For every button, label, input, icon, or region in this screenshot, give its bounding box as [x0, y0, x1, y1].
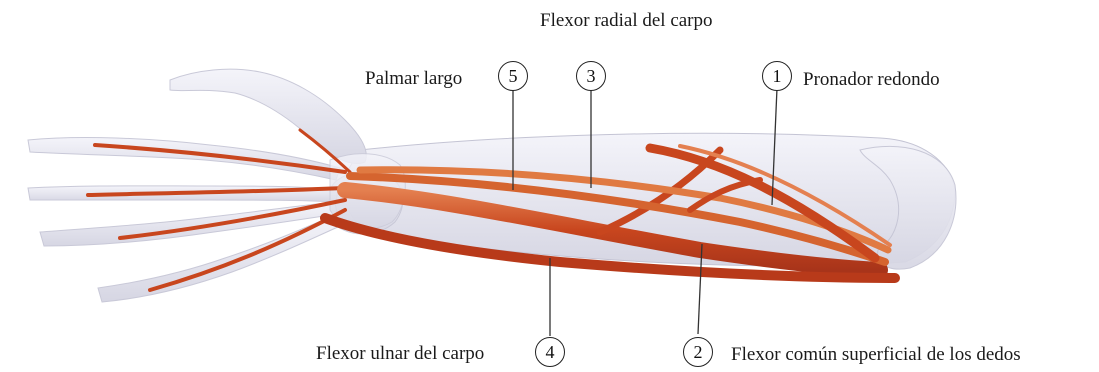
marker-4: 4: [535, 337, 565, 367]
marker-3: 3: [576, 61, 606, 91]
label-palmar-largo-text: Palmar largo: [365, 68, 462, 89]
label-pronador-redondo: Pronador redondo: [803, 70, 940, 89]
label-flexor-ulnar-del-carpo: Flexor ulnar del carpo: [316, 344, 484, 363]
label-flexor-comun-superficial: Flexor común superficial de los dedos: [731, 345, 1021, 364]
label-flexor-ulnar-text: Flexor ulnar del carpo: [316, 343, 484, 364]
label-flexor-radial-del-carpo: Flexor radial del carpo: [540, 11, 713, 30]
marker-1: 1: [762, 61, 792, 91]
label-palmar-largo: Palmar largo: [365, 69, 462, 88]
marker-2: 2: [683, 337, 713, 367]
marker-5: 5: [498, 61, 528, 91]
